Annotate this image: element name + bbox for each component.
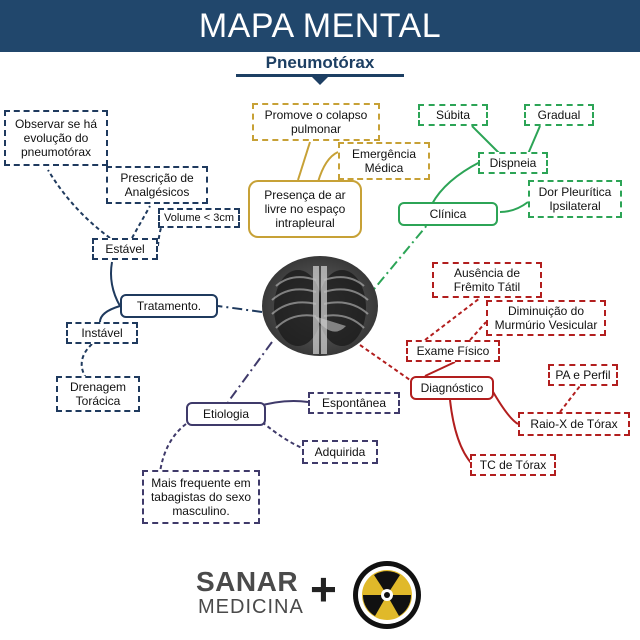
link-diagnostico-raio (491, 389, 519, 425)
laeb-emblem-icon (353, 561, 421, 629)
link-raio-pa (559, 385, 581, 413)
node-dor-pleuritica: Dor Pleurítica Ipsilateral (528, 180, 622, 218)
node-volume: Volume < 3cm (158, 208, 240, 228)
link-dispneia-gradual (527, 125, 541, 155)
link-tratamento-instavel (99, 305, 121, 323)
page-title: MAPA MENTAL (198, 7, 442, 45)
node-mais-frequente: Mais frequente em tabagistas do sexo mas… (142, 470, 260, 524)
node-etiologia: Etiologia (186, 402, 266, 426)
node-instavel: Instável (66, 322, 138, 344)
node-tratamento: Tratamento. (120, 294, 218, 318)
link-estavel-observar (47, 169, 111, 239)
node-clinica: Clínica (398, 202, 498, 226)
map-subtitle: Pneumotórax (265, 53, 375, 72)
node-dispneia: Dispneia (478, 152, 548, 174)
link-exame-diminuicao (469, 321, 487, 341)
node-ausencia-fremito: Ausência de Frêmito Tátil (432, 262, 542, 298)
subtitle-arrow-icon (312, 77, 328, 85)
link-xray-diagnostico (359, 344, 411, 381)
node-promove-colapso: Promove o colapso pulmonar (252, 103, 380, 141)
node-gradual: Gradual (524, 104, 594, 126)
node-tc-torax: TC de Tórax (470, 454, 556, 476)
chest-xray-image (262, 256, 378, 356)
link-dispneia-subita (471, 125, 501, 155)
header-bar (0, 0, 640, 52)
node-estavel: Estável (92, 238, 158, 260)
link-center-emergencia (317, 151, 339, 183)
node-subita: Súbita (418, 104, 488, 126)
node-adquirida: Adquirida (302, 440, 378, 464)
plus-icon: + (310, 563, 337, 615)
link-xray-etiologia (227, 341, 273, 403)
sanar-logo-text: SANAR (196, 566, 299, 597)
link-instavel-drenagem (80, 343, 93, 379)
link-center-promove (297, 141, 311, 181)
node-drenagem: Drenagem Torácica (56, 376, 140, 412)
link-diagnostico-tc (449, 399, 473, 465)
link-etiologia-maisfreq (159, 423, 187, 473)
node-central-concept: Presença de ar livre no espaço intrapleu… (248, 180, 362, 238)
node-prescricao: Prescrição de Analgésicos (106, 166, 208, 204)
link-etiologia-adquirida (261, 421, 303, 449)
link-clinica-dispneia (431, 161, 481, 205)
subtitle-underline (236, 74, 404, 77)
link-xray-clinica (364, 223, 429, 301)
node-espontanea: Espontânea (308, 392, 400, 414)
node-observar: Observar se há evolução do pneumotórax (4, 110, 108, 166)
node-raio-x: Raio-X de Tórax (518, 412, 630, 436)
medicina-logo-text: MEDICINA (198, 596, 304, 618)
node-exame-fisico: Exame Físico (406, 340, 500, 362)
node-pa-perfil: PA e Perfil (548, 364, 618, 386)
link-xray-tratamento (217, 305, 263, 313)
link-exame-ausencia (424, 297, 481, 341)
link-tratamento-estavel (110, 261, 121, 307)
link-estavel-prescricao (131, 205, 151, 239)
link-clinica-dor (499, 201, 529, 213)
node-diagnostico: Diagnóstico (410, 376, 494, 400)
node-emergencia-medica: Emergência Médica (338, 142, 430, 180)
node-diminuicao-murmurio: Diminuição do Murmúrio Vesicular (486, 300, 606, 336)
link-diagnostico-exame (424, 361, 456, 377)
